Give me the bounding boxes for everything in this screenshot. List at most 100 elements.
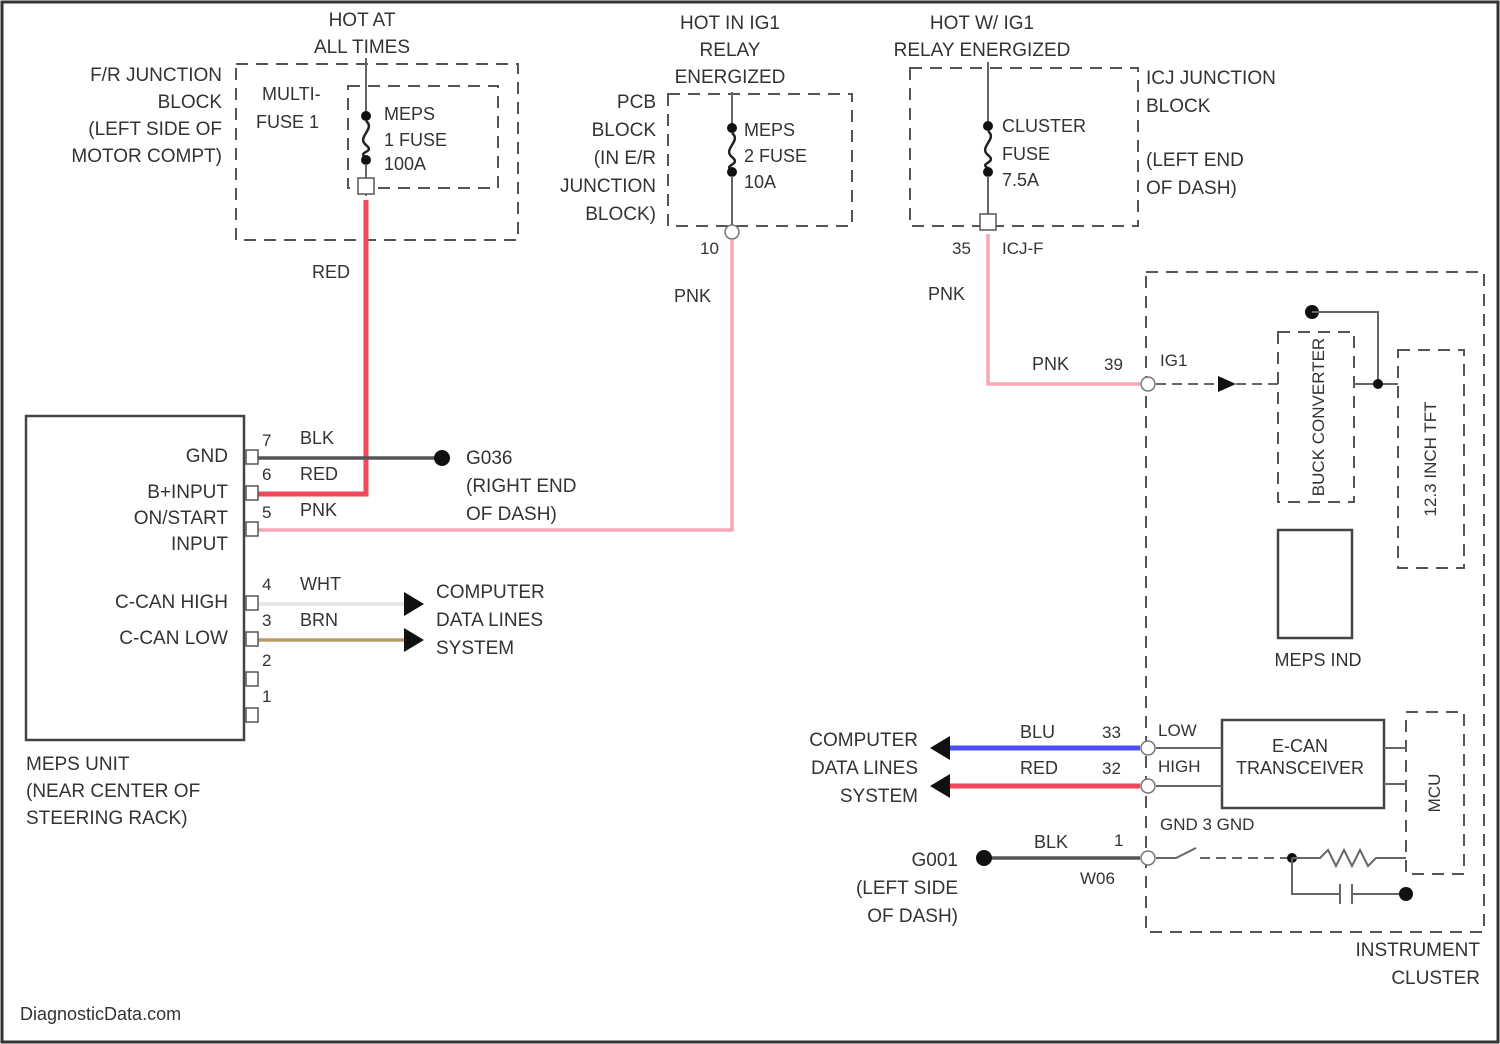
pin-num-2: 2 [262,651,271,670]
pin-on-start-label-1: ON/START [134,508,229,529]
red-can-arrow-icon [930,774,950,798]
blu-wire-label: BLU [1020,722,1055,742]
icj-connector-name: ICJ-F [1002,239,1044,258]
cluster-pin-32: 32 [1102,759,1121,778]
multi-fuse-line1: MULTI- [262,84,321,104]
computer-data-lines-label-2: COMPUTER DATA LINES SYSTEM [809,730,918,807]
meps-ind-label: MEPS IND [1274,650,1361,670]
instrument-cluster-line2: CLUSTER [1391,968,1480,989]
cluster-fuse-label: CLUSTER FUSE 7.5A [1002,116,1086,190]
ig1-arrow-icon [1218,376,1236,392]
meps-pin-3 [246,632,258,646]
pin-num-3: 3 [262,611,271,630]
fr-junction-line1: F/R JUNCTION [90,65,222,86]
cluster-fuse-line1: CLUSTER [1002,116,1086,136]
meps2-fuse-line2: 2 FUSE [744,146,807,166]
meps2-fuse-line1: MEPS [744,120,795,140]
tft-display-label: 12.3 INCH TFT [1421,402,1440,517]
can-high-label: HIGH [1158,757,1201,776]
cluster-pin-39: 39 [1104,355,1123,374]
cluster-fuse-line2: FUSE [1002,144,1050,164]
meps-pin-7 [246,450,258,464]
c-can-low-arrow-icon [404,628,424,652]
cdl1-line3: SYSTEM [436,638,514,659]
red-b-plus-wire [258,200,366,494]
w06-label: W06 [1080,869,1115,888]
red-wire-label: RED [312,262,350,282]
cluster-fuse-line3: 7.5A [1002,170,1039,190]
ecan-line1: E-CAN [1272,736,1328,756]
power-source-labels: HOT AT ALL TIMES HOT IN IG1 RELAY ENERGI… [314,10,1070,88]
meps1-fuse-line1: MEPS [384,104,435,124]
icj-pin [980,214,996,230]
multi-fuse-label: MULTI- FUSE 1 [256,84,321,132]
computer-data-lines-label-1: COMPUTER DATA LINES SYSTEM [436,582,545,659]
cdl1-line2: DATA LINES [436,610,543,631]
meps1-fuse-label: MEPS 1 FUSE 100A [384,104,447,174]
g001-ground-dot [976,850,992,866]
meps-pin-5 [246,522,258,536]
hot-w-ig1-relay-line2: RELAY ENERGIZED [894,40,1071,61]
meps2-fuse-bottom-dot [727,167,737,177]
wire-color-brn: BRN [300,610,338,630]
blk-wire-label: BLK [1034,832,1068,852]
hot-ig1-relay-line3: ENERGIZED [675,67,786,88]
cdl1-line1: COMPUTER [436,582,545,603]
g001-line1: G001 [912,850,958,871]
pcb-pin-circle [725,225,739,239]
instrument-cluster-line1: INSTRUMENT [1355,940,1480,961]
meps1-fuse-symbol [363,121,369,158]
resistor-icon [1292,850,1406,866]
meps2-fuse-top-dot [727,123,737,133]
cluster-pin-1: 1 [1114,831,1123,850]
hot-ig1-relay-line2: RELAY [700,40,761,61]
cdl2-line2: DATA LINES [811,758,918,779]
cdl2-line3: SYSTEM [840,786,918,807]
buck-junction-dot [1373,379,1383,389]
meps-pin-2 [246,672,258,686]
c-can-high-arrow-icon [404,592,424,616]
mcu-label: MCU [1425,774,1444,813]
pin-num-7: 7 [262,431,271,450]
meps1-fuse-line2: 1 FUSE [384,130,447,150]
meps-connector-pins [246,450,258,722]
cluster-pin-1-circle [1141,851,1155,865]
pin-num-4: 4 [262,575,271,594]
pin-gnd-label: GND [186,446,228,467]
meps2-fuse-label: MEPS 2 FUSE 10A [744,120,807,192]
blu-can-arrow-icon [930,736,950,760]
meps1-fuse-line3: 100A [384,154,426,174]
meps-pin-numbers: 7 6 5 4 3 2 1 [262,431,271,706]
g036-label: G036 (RIGHT END OF DASH) [466,448,576,525]
hot-at-all-times-line1: HOT AT [329,10,396,31]
pin-on-start-label-2: INPUT [171,534,228,555]
pnk-wire-label-2: PNK [928,284,965,304]
multi-fuse-line2: FUSE 1 [256,112,319,132]
cluster-fuse-bottom-dot [983,167,993,177]
pcb-pin-number: 10 [700,239,719,258]
g001-line3: OF DASH) [867,906,958,927]
g036-line2: (RIGHT END [466,476,576,497]
meps-unit-line2: (NEAR CENTER OF [26,781,200,802]
cluster-fuse-symbol [985,131,991,168]
meps-unit-label: MEPS UNIT (NEAR CENTER OF STEERING RACK) [26,754,200,829]
capacitor-lead-left [1292,858,1340,894]
meps1-fuse-bottom-dot [361,155,371,165]
can-low-label: LOW [1158,721,1197,740]
pcb-line3: (IN E/R [594,148,656,169]
fr-junction-line3: (LEFT SIDE OF [88,119,222,140]
pcb-line2: BLOCK [592,120,657,141]
g036-line1: G036 [466,448,512,469]
icj-pin-number: 35 [952,239,971,258]
meps2-fuse-symbol [729,133,735,170]
hot-ig1-relay-line1: HOT IN IG1 [680,13,780,34]
cluster-ig1-label: IG1 [1160,351,1187,370]
cdl2-line1: COMPUTER [809,730,918,751]
pin-c-can-low-label: C-CAN LOW [119,628,228,649]
cluster-pin-32-circle [1141,779,1155,793]
pin-num-5: 5 [262,503,271,522]
pin-num-1: 1 [262,687,271,706]
cluster-gnd-switch [1156,848,1196,858]
g001-line2: (LEFT SIDE [856,878,958,899]
